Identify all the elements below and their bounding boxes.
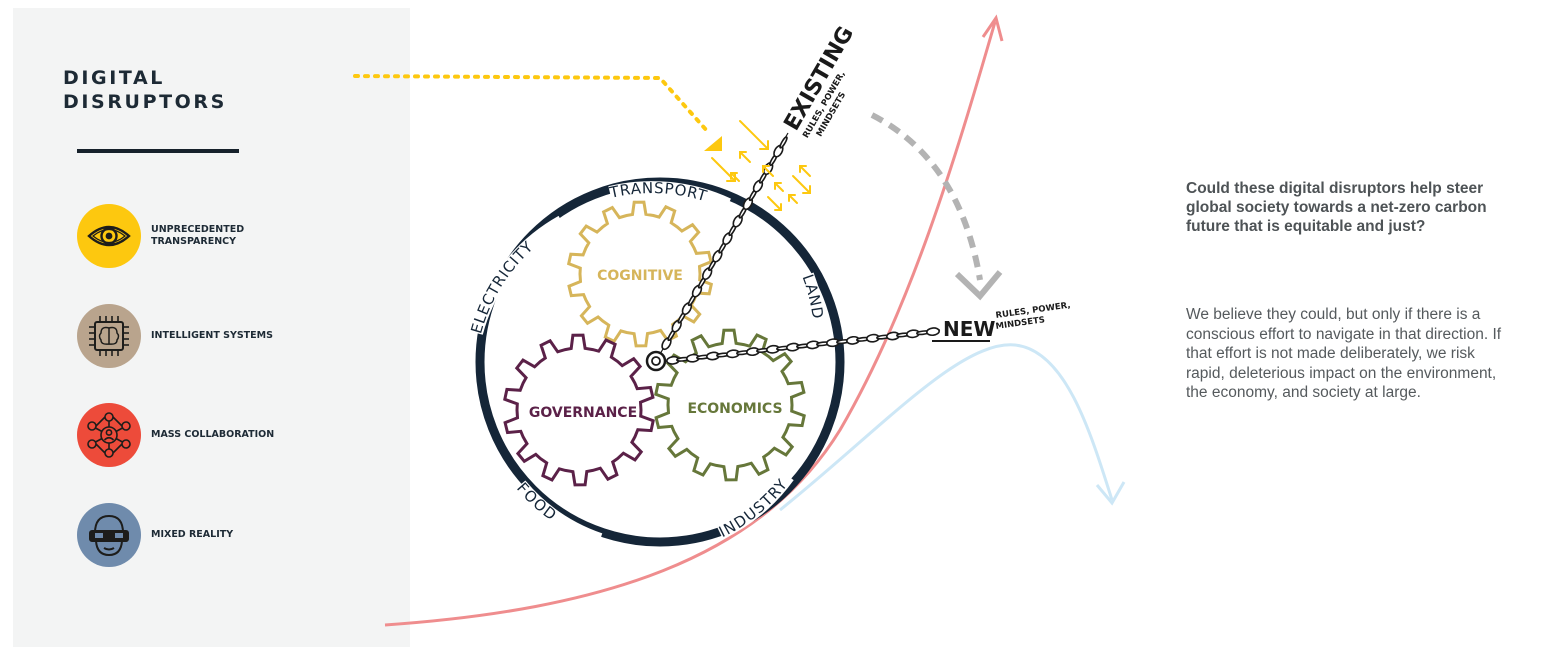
svg-text:FOOD: FOOD	[514, 479, 561, 524]
rising-curve-arrowhead	[981, 14, 1004, 42]
sidebar-title-line2: DISRUPTORS	[63, 91, 227, 113]
ring-label-food: FOOD	[514, 479, 560, 524]
ring-label-industry: INDUSTRY	[716, 475, 790, 541]
new-label: NEW RULES, POWER, MINDSETS	[932, 301, 1071, 342]
yellow-arrowhead	[704, 136, 722, 151]
disruptor-label-intelligent-systems: INTELLIGENT SYSTEMS	[151, 330, 273, 341]
chain-link	[779, 136, 788, 149]
brain-chip-icon	[77, 304, 141, 368]
chain-link	[926, 327, 940, 337]
transition-dashed-arrow	[870, 112, 983, 281]
svg-text:INDUSTRY: INDUSTRY	[716, 475, 791, 541]
rising-emissions-curve	[384, 21, 997, 627]
disruptor-label-mass-collaboration: MASS COLLABORATION	[151, 429, 275, 440]
body-text: We believe they could, but only if there…	[1186, 306, 1502, 401]
sidebar-title-line1: DIGITAL	[63, 67, 166, 89]
disruptor-dotted-arrow	[353, 74, 710, 134]
economics-gear	[654, 328, 806, 482]
disruptor-mixed-reality: MIXED REALITY	[77, 503, 377, 567]
sidebar-title: DIGITAL DISRUPTORS	[63, 66, 303, 114]
new-chain	[666, 327, 940, 365]
ring-label-electricity: ELECTRICITY	[467, 237, 536, 335]
new-word: NEW	[943, 317, 995, 341]
network-people-icon	[77, 403, 141, 467]
chain-anchor	[645, 350, 667, 372]
governance-gear	[503, 333, 655, 487]
question-text: Could these digital disruptors help stee…	[1186, 180, 1487, 235]
disruptor-label-mixed-reality: MIXED REALITY	[151, 529, 234, 540]
existing-chain	[661, 136, 788, 351]
existing-label: EXISTING RULES, POWER, MINDSETS	[780, 22, 859, 140]
eye-icon	[77, 204, 141, 268]
vr-headset-icon	[77, 503, 141, 567]
disruptor-intelligent-systems: INTELLIGENT SYSTEMS	[77, 304, 377, 368]
title-divider	[77, 149, 239, 153]
svg-text:ELECTRICITY: ELECTRICITY	[467, 237, 537, 335]
net-zero-curve-arrowhead	[1095, 481, 1126, 506]
gear-label-economics: ECONOMICS	[687, 401, 782, 417]
gear-label-cognitive: COGNITIVE	[597, 268, 683, 284]
impact-arrows	[711, 120, 811, 211]
disruptor-mass-collaboration: MASS COLLABORATION	[77, 403, 377, 467]
net-zero-curve	[779, 343, 1114, 512]
disruptor-label-transparency: UNPRECEDENTED TRANSPARENCY	[151, 224, 245, 247]
disruptor-transparency: UNPRECEDENTED TRANSPARENCY	[77, 204, 377, 268]
gear-label-governance: GOVERNANCE	[529, 405, 637, 421]
transition-arrowhead	[954, 270, 1003, 301]
